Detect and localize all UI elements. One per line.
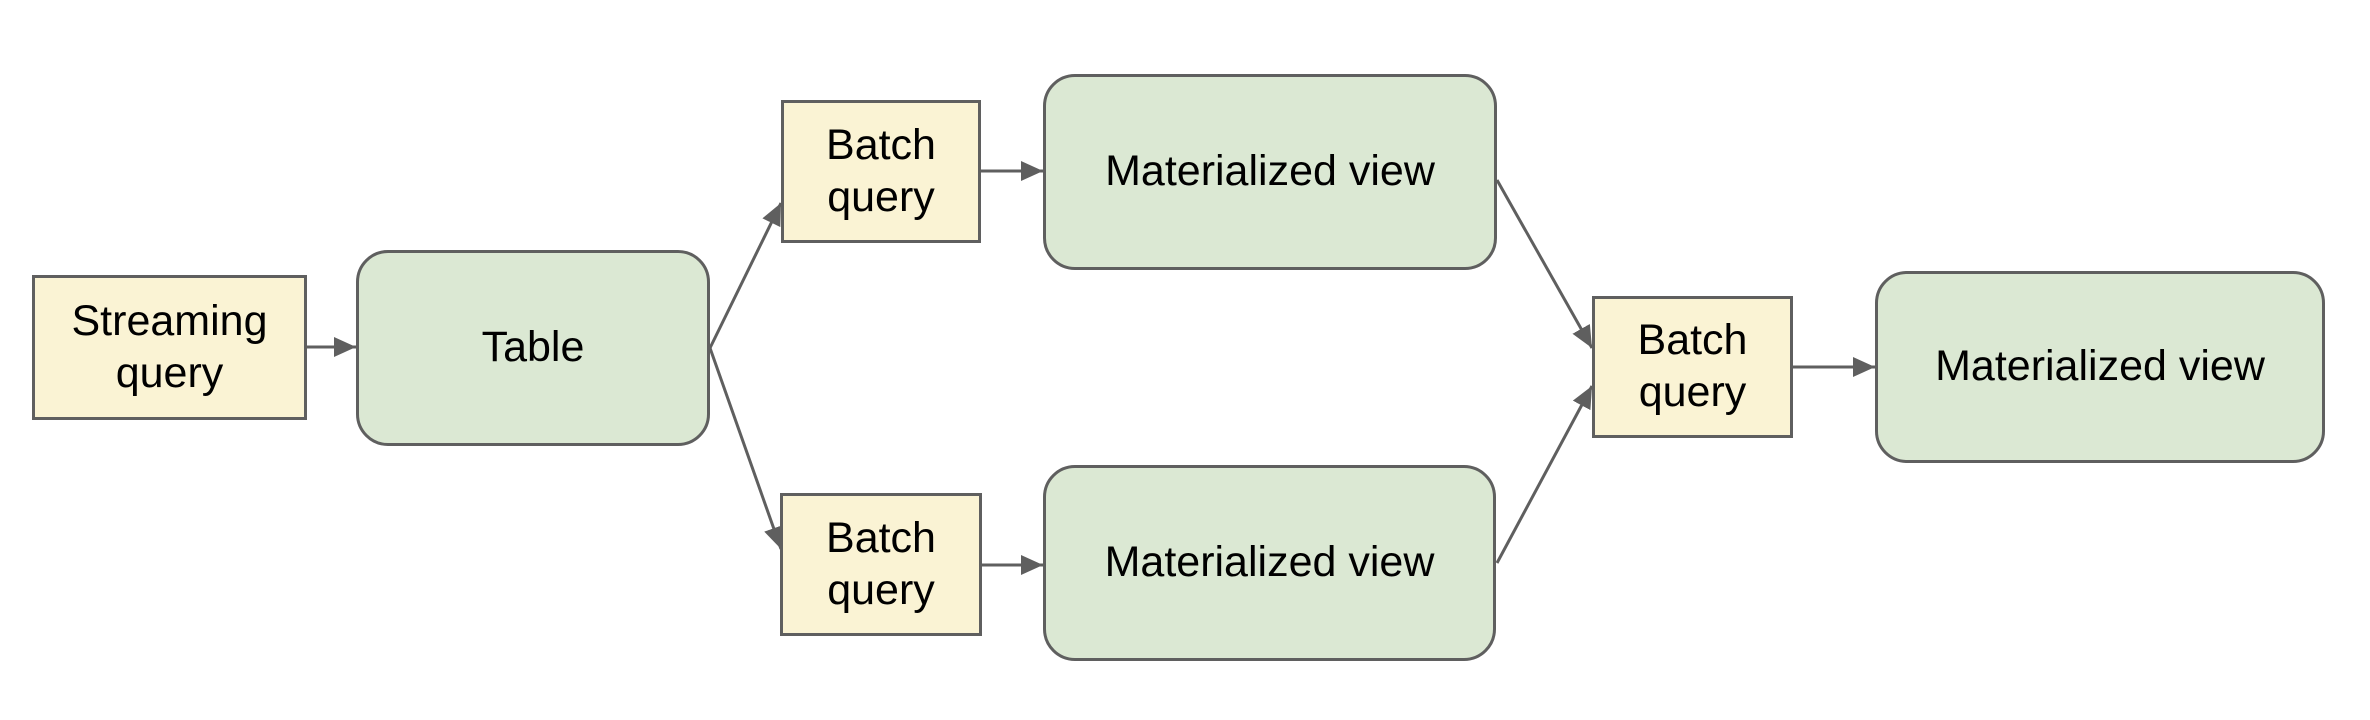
edge-table-to-batch-query-top — [708, 202, 783, 349]
edge-materialized-view-bottom-to-batch-query-right — [1495, 385, 1594, 564]
node-batch-query-right: Batch query — [1592, 296, 1793, 438]
node-label: Streaming query — [71, 296, 268, 397]
edge-table-to-batch-query-bottom — [708, 347, 784, 550]
node-label: Materialized view — [1105, 147, 1435, 196]
node-batch-query-top: Batch query — [781, 100, 981, 243]
node-materialized-view-top: Materialized view — [1043, 74, 1497, 270]
node-label: Batch query — [1637, 316, 1748, 416]
edge-materialized-view-top-to-batch-query-right — [1495, 179, 1594, 349]
node-label: Table — [481, 323, 585, 372]
node-materialized-view-bottom: Materialized view — [1043, 465, 1496, 661]
node-label: Materialized view — [1935, 342, 2265, 391]
node-streaming-query: Streaming query — [32, 275, 307, 420]
node-label: Materialized view — [1104, 538, 1435, 587]
node-batch-query-bottom: Batch query — [780, 493, 982, 636]
node-label: Batch query — [826, 120, 936, 221]
node-materialized-view-final: Materialized view — [1875, 271, 2325, 463]
node-label: Batch query — [826, 513, 936, 614]
node-table: Table — [356, 250, 710, 446]
